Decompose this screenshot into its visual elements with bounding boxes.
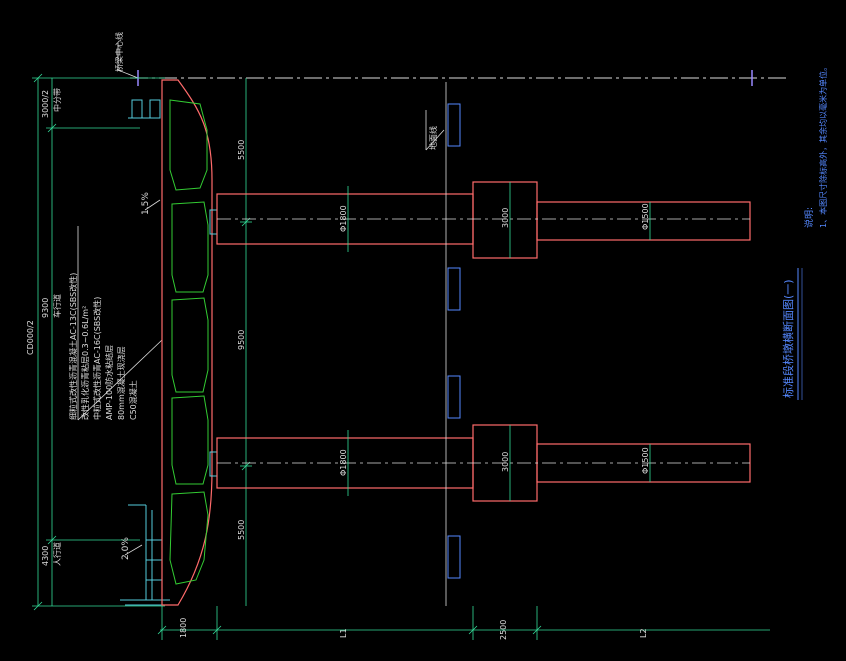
left-dimensions (32, 73, 165, 611)
ground-line (425, 82, 461, 606)
lower-column-dia: Φ1800 (339, 449, 348, 476)
spacing-top-label: 5500 (237, 140, 246, 160)
median-width-label: 3000/2 (41, 90, 50, 118)
centerline-label: 桥梁中心线 (114, 32, 124, 72)
carriageway-width-label: 9300 (41, 298, 50, 318)
slope-lower-label: 2.0% (121, 537, 131, 560)
pavement-layer-1: 细粒式改性沥青混凝土AC-13C(SBS改性) (68, 273, 78, 420)
slope-upper: 1.5% (141, 192, 161, 215)
pavement-layer-3: 中粒式改性沥青AC-16C(SBS改性) (92, 297, 102, 420)
median-name-label: 中分带 (52, 88, 62, 112)
upper-pile-dia: Φ1500 (641, 203, 650, 230)
dim-L1: L1 (339, 628, 348, 638)
sidewalk-width-label: 4300 (41, 546, 50, 566)
bridge-centerline: 桥梁中心线 (114, 32, 790, 86)
spacing-bottom-label: 5500 (237, 520, 246, 540)
sidewalk-name-label: 人行道 (52, 542, 62, 566)
dim-2500: 2500 (499, 620, 508, 640)
overall-width-label: CD000/2 (26, 320, 35, 355)
notes-heading: 说明: (803, 207, 815, 228)
pavement-layer-5: 80mm混凝土现浇层 (116, 346, 126, 420)
upper-column-dia: Φ1800 (339, 205, 348, 232)
median-barrier (128, 99, 161, 119)
box-girder (161, 79, 213, 606)
pier-lower (216, 424, 751, 502)
pavement-layer-6: C50混凝土 (128, 380, 138, 420)
bottom-dimensions (157, 606, 770, 640)
sidewalk-railing (120, 504, 170, 606)
dim-1800: 1800 (179, 618, 188, 638)
ground-line-label: 地面线 (428, 126, 438, 150)
dim-L2: L2 (639, 628, 648, 638)
pavement-layer-leader (77, 226, 163, 421)
notes: 说明: 1、本图尺寸除标高外，其余均以毫米为单位。 (803, 63, 828, 228)
upper-cap-height: 3000 (501, 208, 510, 228)
drawing-title: 标准段桥墩横断面图(一) (781, 268, 803, 400)
title-text: 标准段桥墩横断面图(一) (781, 279, 795, 398)
slope-lower: 2.0% (121, 537, 143, 560)
lower-pile-dia: Φ1500 (641, 447, 650, 474)
pavement-layer-list: 细粒式改性沥青混凝土AC-13C(SBS改性) 改性乳化沥青粘层0.3~0.6L… (68, 273, 138, 420)
carriageway-name-label: 车行道 (52, 294, 62, 318)
pier-upper (216, 181, 751, 259)
spacing-middle-label: 9500 (237, 330, 246, 350)
pavement-layer-4: AMP-100防水粘结层 (104, 345, 114, 420)
pavement-layer-2: 改性乳化沥青粘层0.3~0.6L/m² (80, 306, 90, 420)
slope-upper-label: 1.5% (141, 192, 151, 215)
notes-text: 1、本图尺寸除标高外，其余均以毫米为单位。 (818, 63, 828, 228)
lower-cap-height: 3000 (501, 452, 510, 472)
bearings (209, 209, 218, 477)
